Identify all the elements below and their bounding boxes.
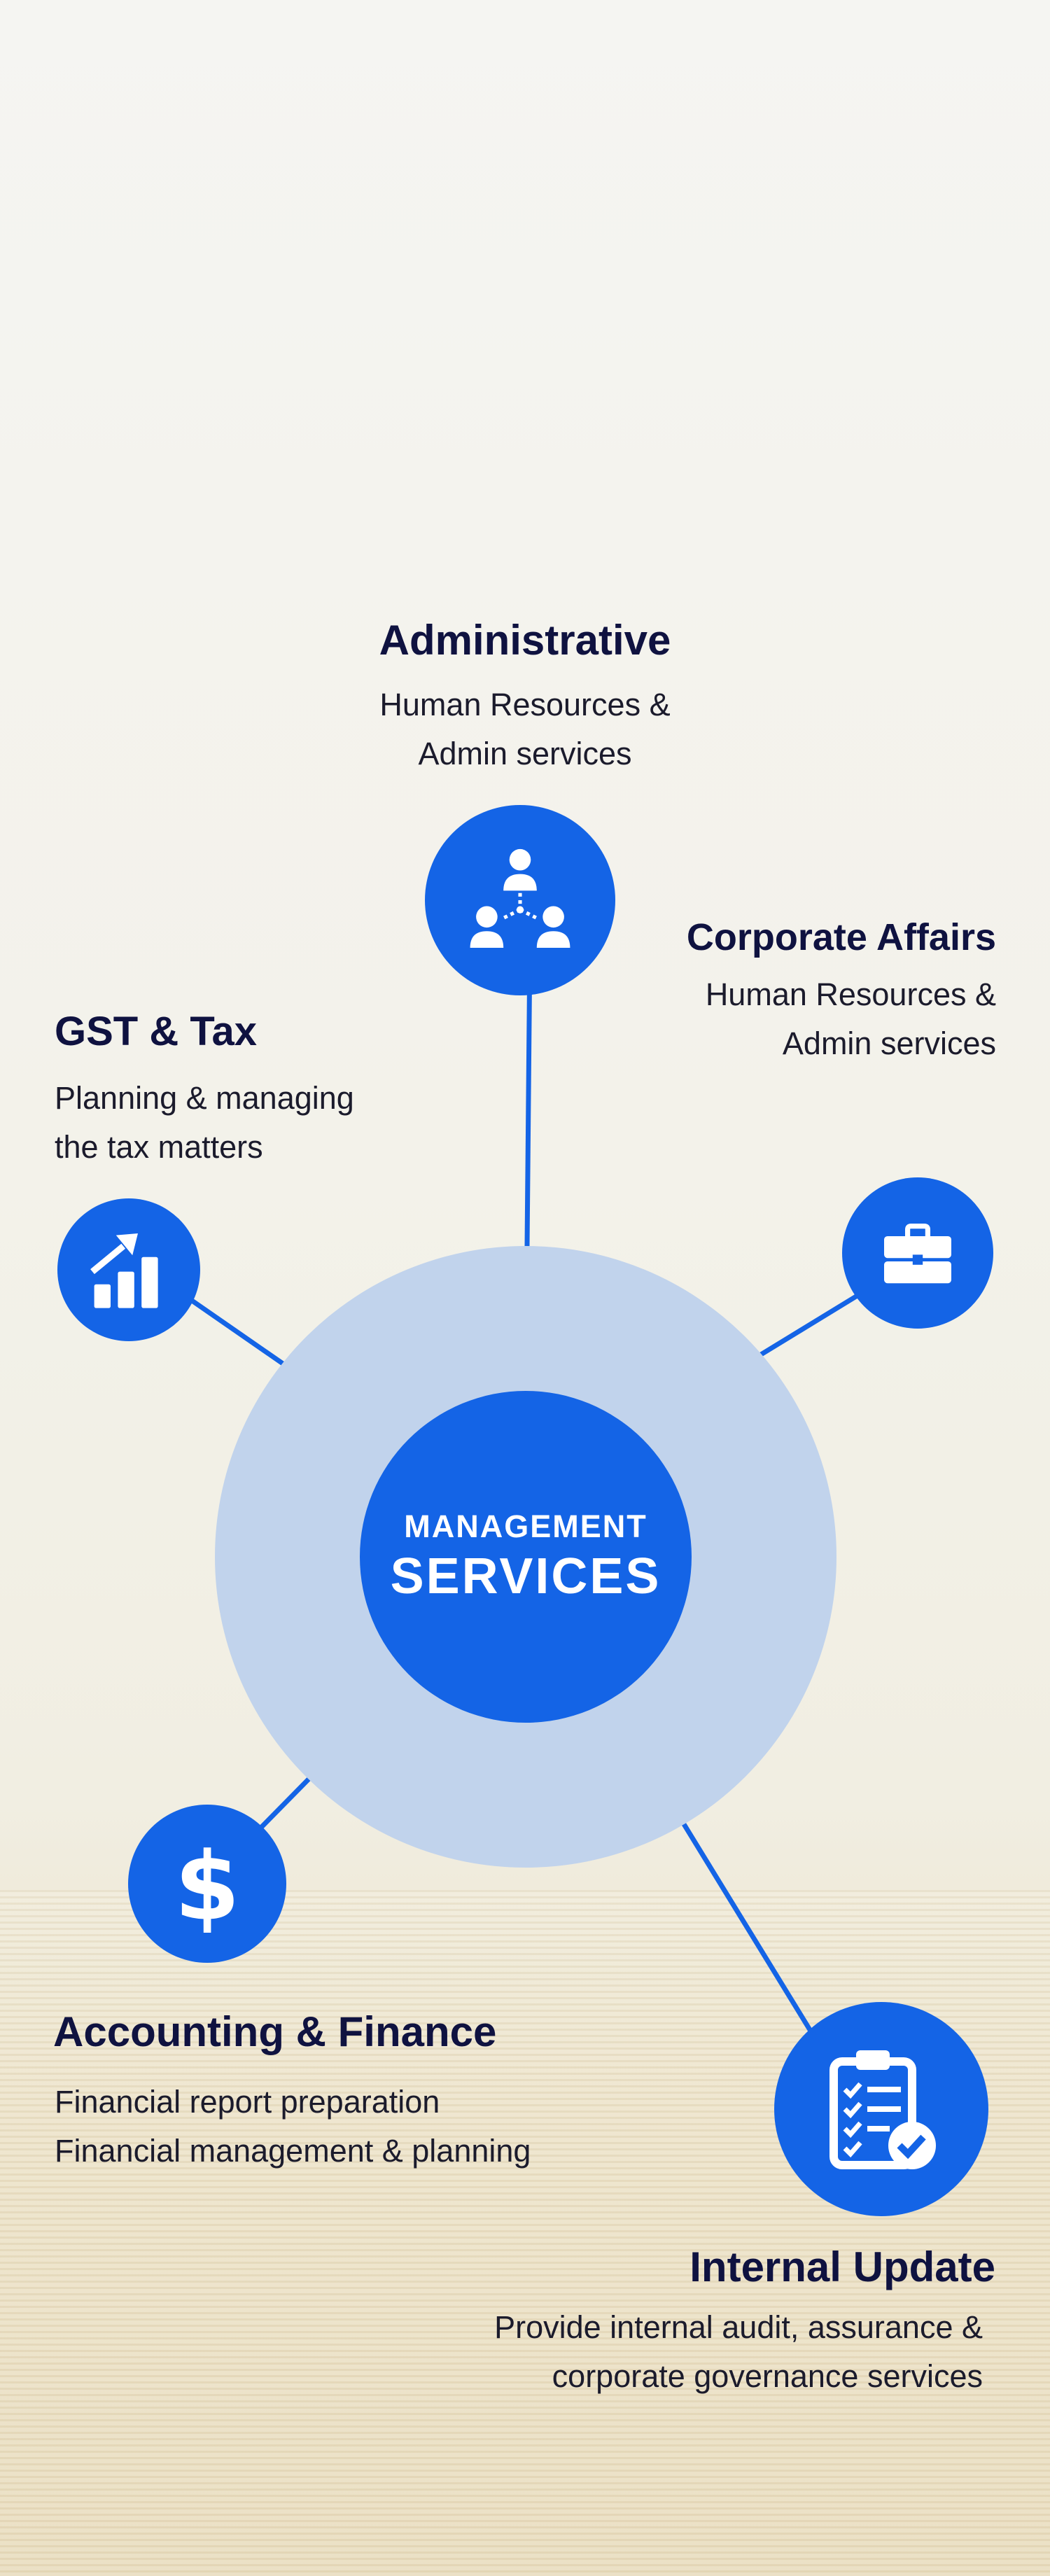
corporate-affairs-title: Corporate Affairs [686, 916, 996, 958]
briefcase-icon [884, 1224, 951, 1284]
hub-label-top: MANAGEMENT [404, 1508, 648, 1544]
gst-tax-title: GST & Tax [55, 1009, 257, 1054]
administrative-line-2: Admin services [418, 736, 632, 771]
svg-text:$: $ [174, 1835, 240, 1933]
accounting-finance-title: Accounting & Finance [53, 2008, 497, 2055]
internal-update-description: Provide internal audit, assurance & corp… [494, 2303, 983, 2401]
internal-update-line-1: Provide internal audit, assurance & [494, 2309, 983, 2345]
gst-tax-line-2: the tax matters [55, 1129, 263, 1165]
hub-label-bottom: SERVICES [390, 1548, 662, 1604]
internal-update-node [774, 2002, 988, 2216]
dollar-icon: $ [174, 1835, 240, 1933]
accounting-finance-line-1: Financial report preparation [55, 2084, 440, 2120]
internal-update-line-2: corporate governance services [552, 2358, 983, 2394]
management-services-hub: MANAGEMENT SERVICES [360, 1391, 692, 1723]
gst-tax-node [57, 1198, 200, 1341]
corporate-affairs-node [842, 1177, 993, 1329]
accounting-finance-node: $ [128, 1805, 286, 1963]
corporate-affairs-line-2: Admin services [782, 1026, 996, 1061]
accounting-finance-description: Financial report preparation Financial m… [55, 2078, 531, 2176]
checklist-clipboard-icon [830, 2050, 936, 2169]
administrative-line-1: Human Resources & [379, 687, 671, 722]
team-hierarchy-icon [470, 848, 570, 948]
gst-tax-description: Planning & managing the tax matters [55, 1074, 354, 1172]
corporate-affairs-line-1: Human Resources & [705, 976, 996, 1012]
accounting-finance-line-2: Financial management & planning [55, 2133, 531, 2169]
administrative-description: Human Resources & Admin services [245, 680, 805, 778]
administrative-title: Administrative [379, 617, 671, 664]
corporate-affairs-description: Human Resources & Admin services [706, 970, 996, 1068]
gst-tax-line-1: Planning & managing [55, 1080, 354, 1116]
growth-chart-icon [90, 1233, 158, 1308]
administrative-node [425, 805, 615, 995]
internal-update-title: Internal Update [690, 2244, 995, 2290]
